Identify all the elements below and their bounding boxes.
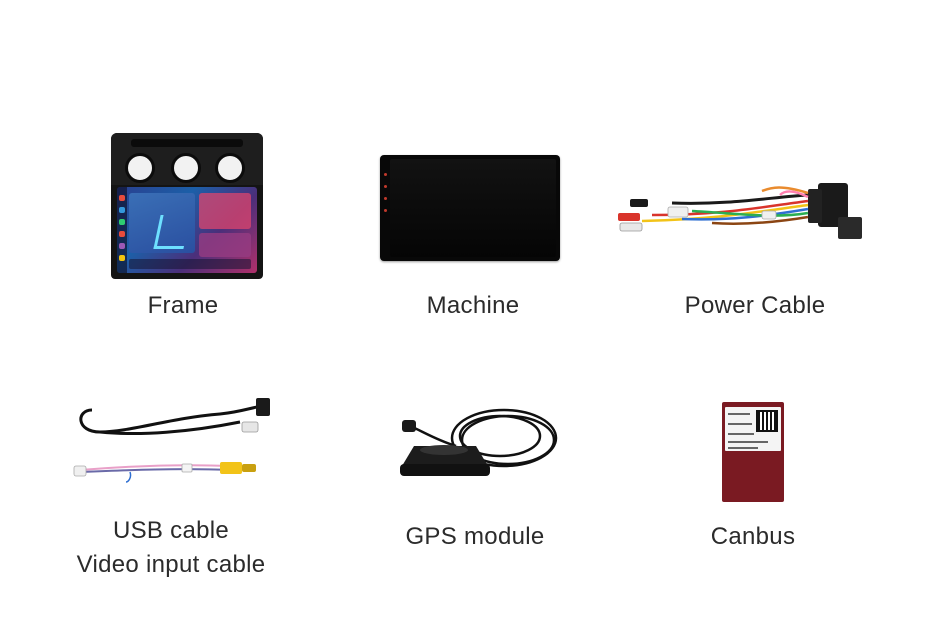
frame-label: Frame <box>147 292 219 319</box>
gps-module-image <box>400 408 558 476</box>
video-input-cable-label: Video input cable <box>76 551 266 578</box>
usb-video-cable-image <box>73 398 270 483</box>
canbus-image <box>722 402 784 502</box>
gps-module-label: GPS module <box>405 523 545 550</box>
machine-label: Machine <box>426 292 520 319</box>
power-cable-label: Power Cable <box>684 292 826 319</box>
frame-image <box>111 133 263 279</box>
usb-cable-label: USB cable <box>112 517 230 544</box>
power-cable-image <box>618 183 862 239</box>
canbus-label: Canbus <box>710 523 796 550</box>
frame-screen <box>117 187 257 273</box>
machine-image <box>380 155 562 263</box>
